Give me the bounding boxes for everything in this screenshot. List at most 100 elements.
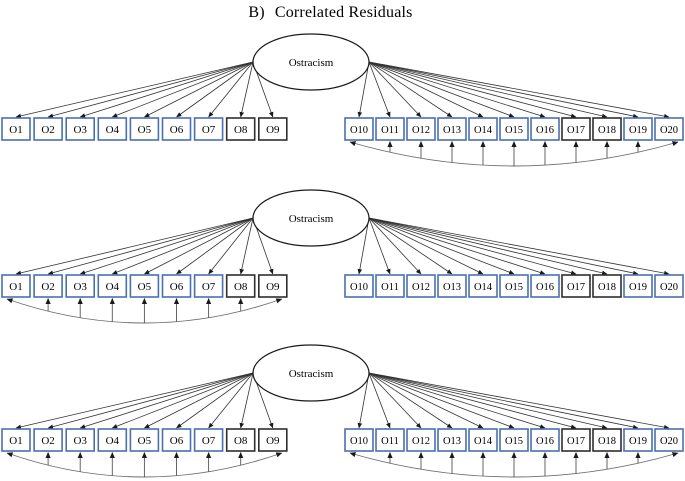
indicator-box-O3: O3: [65, 117, 95, 141]
indicator-label: O14: [474, 282, 493, 293]
latent-label: Ostracism: [289, 57, 334, 69]
indicator-rect: [406, 428, 436, 452]
indicator-box-O5: O5: [129, 117, 160, 141]
indicator-box-O8: O8: [225, 274, 256, 298]
indicator-box-O10: O10: [344, 117, 374, 141]
loading-path: [208, 61, 254, 118]
indicator-rect: [437, 428, 467, 452]
loading-path: [368, 217, 422, 275]
indicator-label: O8: [234, 435, 248, 447]
indicator-box-O13: O13: [437, 117, 467, 141]
indicator-label: O14: [474, 125, 493, 136]
indicator-rect: [437, 117, 467, 141]
indicator-label: O15: [505, 125, 523, 136]
indicator-box-O19: O19: [623, 274, 653, 298]
indicator-label: O14: [474, 436, 493, 447]
latent-ellipse: Ostracism: [252, 189, 370, 247]
loading-path: [368, 217, 546, 275]
indicator-box-O7: O7: [193, 117, 224, 141]
indicator-rect: [193, 428, 224, 452]
indicator-label: O2: [41, 124, 54, 136]
loading-path: [368, 372, 515, 429]
indicator-box-O14: O14: [468, 274, 498, 298]
indicator-rect: [33, 274, 63, 298]
indicator-rect: [499, 117, 529, 141]
loading-path: [368, 217, 391, 275]
indicator-box-O15: O15: [499, 117, 529, 141]
indicator-label: O11: [381, 436, 399, 447]
indicator-rect: [97, 428, 128, 452]
indicator-label: O16: [536, 436, 554, 447]
indicator-box-O9: O9: [257, 117, 288, 141]
indicator-box-O16: O16: [530, 274, 560, 298]
loading-path: [368, 217, 639, 276]
loading-path: [208, 217, 254, 275]
latent-label: Ostracism: [289, 213, 334, 225]
indicator-box-O20: O20: [654, 428, 684, 452]
indicator-rect: [530, 274, 560, 298]
indicator-rect: [499, 428, 529, 452]
loading-path: [79, 61, 254, 118]
indicator-box-O14: O14: [468, 428, 498, 452]
loading-path: [111, 217, 254, 275]
indicator-label: O16: [536, 125, 554, 136]
loading-path: [176, 372, 254, 429]
indicator-label: O13: [443, 436, 461, 447]
indicator-rect: [1, 274, 31, 298]
indicator-box-O7: O7: [193, 428, 224, 452]
indicator-label: O15: [505, 436, 523, 447]
loading-path: [79, 372, 254, 429]
loading-path: [368, 372, 546, 429]
loading-path: [357, 217, 370, 275]
indicator-box-O10: O10: [344, 274, 374, 298]
indicator-rect: [65, 428, 95, 452]
indicator-rect: [129, 117, 160, 141]
loading-path: [368, 372, 608, 430]
loading-path: [15, 217, 254, 276]
indicator-label: O13: [443, 125, 461, 136]
indicator-box-O11: O11: [375, 117, 405, 141]
indicator-box-O18: O18: [592, 117, 622, 141]
loading-path: [368, 61, 422, 118]
indicator-rect: [344, 117, 374, 141]
loading-path: [368, 217, 577, 275]
indicator-box-O6: O6: [161, 274, 192, 298]
indicator-label: O20: [660, 125, 678, 136]
loading-path: [111, 61, 254, 118]
indicator-box-O5: O5: [129, 274, 160, 298]
indicator-rect: [561, 428, 591, 452]
loading-path: [111, 372, 254, 429]
loading-path: [368, 217, 453, 275]
indicator-rect: [375, 117, 405, 141]
indicator-box-O10: O10: [344, 428, 374, 452]
loading-path: [368, 61, 546, 118]
indicator-box-O1: O1: [1, 428, 31, 452]
indicator-box-O19: O19: [623, 428, 653, 452]
indicator-rect: [33, 428, 63, 452]
indicator-rect: [623, 274, 653, 298]
indicator-rect: [161, 117, 192, 141]
indicator-rect: [468, 428, 498, 452]
indicator-label: O12: [412, 436, 430, 447]
loading-path: [144, 217, 254, 275]
indicator-box-O3: O3: [65, 428, 95, 452]
indicator-box-O8: O8: [225, 428, 256, 452]
indicator-rect: [654, 117, 684, 141]
indicator-rect: [499, 274, 529, 298]
loading-path: [15, 61, 254, 119]
indicator-rect: [257, 428, 288, 452]
latent-label: Ostracism: [289, 368, 334, 380]
indicator-label: O10: [350, 436, 368, 447]
latent-ellipse-shape: [252, 189, 370, 247]
indicator-box-O11: O11: [375, 428, 405, 452]
latent-ellipse-shape: [252, 344, 370, 402]
indicator-box-O15: O15: [499, 428, 529, 452]
indicator-box-O6: O6: [161, 117, 192, 141]
indicator-label: O17: [567, 436, 585, 447]
indicator-rect: [97, 274, 128, 298]
indicator-label: O3: [73, 124, 87, 136]
